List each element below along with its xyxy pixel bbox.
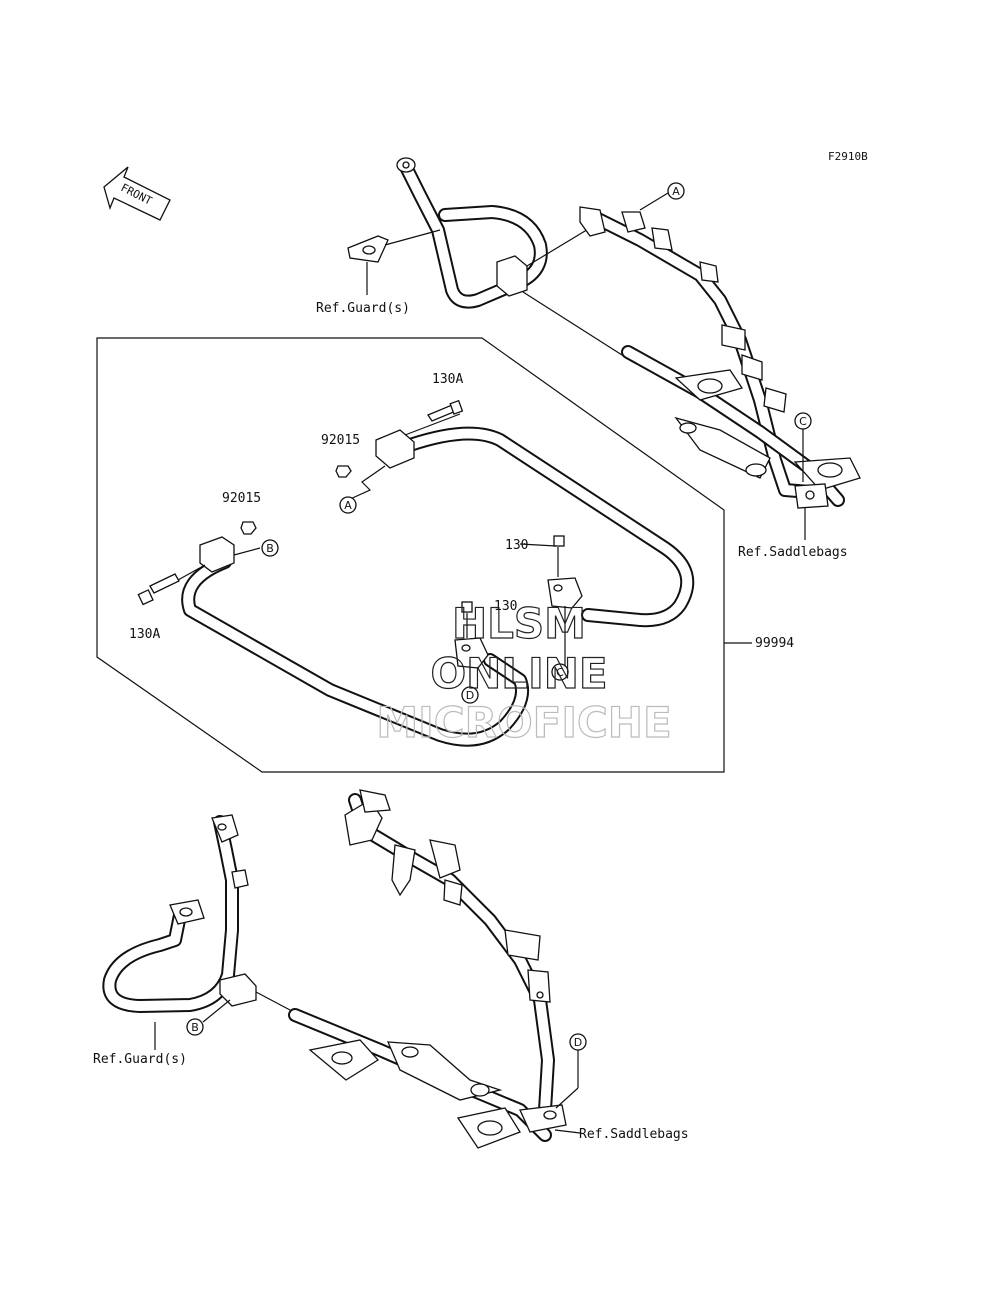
svg-text:A: A xyxy=(344,499,352,512)
kit-parts xyxy=(137,399,695,747)
watermark-line3: MICROFICHE xyxy=(376,698,671,747)
svg-text:B: B xyxy=(266,542,274,555)
ref-saddlebags-bottom-label: Ref.Saddlebags xyxy=(579,1127,689,1142)
bottom-reference-assembly xyxy=(102,789,581,1149)
callout-d-bottom: D xyxy=(569,1033,587,1051)
part-130-right-label: 130 xyxy=(505,538,528,553)
svg-text:C: C xyxy=(556,666,564,679)
watermark: HLSM ONLINE MICROFICHE xyxy=(376,598,672,747)
diagram-code: F2910B xyxy=(828,150,868,163)
callout-b-mid: B xyxy=(261,539,279,557)
callout-a-top: A xyxy=(667,182,685,200)
svg-text:A: A xyxy=(672,185,680,198)
part-130-center-label: 130 xyxy=(494,599,517,614)
svg-text:D: D xyxy=(466,689,474,702)
part-92015-left-label: 92015 xyxy=(222,491,261,506)
svg-text:D: D xyxy=(574,1036,582,1049)
svg-text:B: B xyxy=(191,1021,199,1034)
callout-d-mid: D xyxy=(461,686,479,704)
watermark-line2: ONLINE xyxy=(430,649,607,698)
watermark-line1: HLSM xyxy=(452,599,586,648)
part-99994-label: 99994 xyxy=(755,636,794,651)
front-arrow-icon: FRONT xyxy=(103,166,171,221)
kit-box-99994 xyxy=(96,337,752,773)
callout-a-mid: A xyxy=(339,496,357,514)
ref-saddlebags-top-label: Ref.Saddlebags xyxy=(738,545,848,560)
ref-guards-top-label: Ref.Guard(s) xyxy=(316,301,410,316)
callout-b-bottom: B xyxy=(186,999,231,1036)
svg-text:C: C xyxy=(799,415,807,428)
callout-c-top: C xyxy=(794,412,812,430)
callout-c-mid: C xyxy=(551,663,569,681)
top-reference-assembly xyxy=(347,157,861,540)
part-92015-top-label: 92015 xyxy=(321,433,360,448)
part-130A-top-label: 130A xyxy=(432,372,463,387)
part-130A-left-label: 130A xyxy=(129,627,160,642)
ref-guards-bottom-label: Ref.Guard(s) xyxy=(93,1052,187,1067)
